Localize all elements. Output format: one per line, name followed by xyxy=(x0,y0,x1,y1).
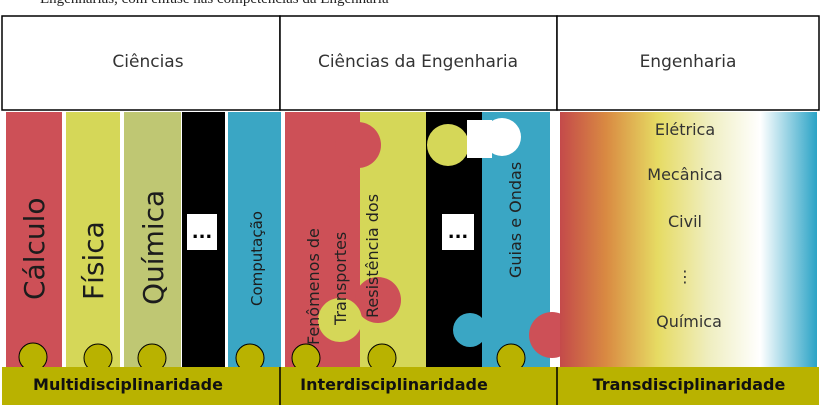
eng-item-ellipsis: ⋮ xyxy=(677,267,693,286)
column-calculo xyxy=(6,112,62,367)
knob-yellow-left xyxy=(318,298,362,342)
ellipsis-label-2: ... xyxy=(448,222,469,243)
footer-multi: Multidisciplinaridade xyxy=(33,375,223,394)
column-computacao xyxy=(228,112,281,367)
header-row: Ciências Ciências da Engenharia Engenhar… xyxy=(1,15,820,111)
eng-item-eletrica: Elétrica xyxy=(655,120,715,139)
knob-red-mid xyxy=(355,277,401,323)
ellipsis-box xyxy=(187,214,217,250)
label-fisica: Física xyxy=(77,221,110,300)
ellipsis-label-1: ... xyxy=(192,222,213,243)
footer-trans: Transdisciplinaridade xyxy=(593,375,786,394)
ciencias-columns: ... Cálculo Física Química Computação xyxy=(6,112,281,367)
caption-fragment: Engenharias, com ênfase nas competências… xyxy=(0,0,821,14)
header-engenharia: Engenharia xyxy=(640,52,737,72)
header-box-ciencias xyxy=(1,15,281,111)
header-ciencias-engenharia: Ciências da Engenharia xyxy=(318,52,518,72)
footer-bar: Multidisciplinaridade Interdisciplinarid… xyxy=(2,367,819,405)
bottom-knobs xyxy=(18,342,526,373)
label-transportes: Transportes xyxy=(331,232,350,326)
eng-item-quimica: Química xyxy=(656,312,722,331)
label-quimica: Química xyxy=(137,190,170,305)
engenharia-gradient xyxy=(560,112,817,367)
label-computacao: Computação xyxy=(248,211,266,306)
knob-bottom-1 xyxy=(18,342,48,372)
ce-columns: ... Fenômenos de Transportes Resistência… xyxy=(285,112,575,367)
eng-item-mecanica: Mecânica xyxy=(647,165,722,184)
column-fisica xyxy=(66,112,120,367)
footer-background xyxy=(2,367,819,405)
header-ciencias: Ciências xyxy=(112,52,183,72)
ellipsis-box-2 xyxy=(442,214,474,250)
label-resistencia: Resistência dos xyxy=(363,194,382,318)
label-calculo: Cálculo xyxy=(18,197,51,300)
engenharia-block: Elétrica Mecânica Civil ⋮ Química xyxy=(560,112,817,367)
header-box-engenharia xyxy=(556,15,820,111)
label-guias: Guias e Ondas xyxy=(506,162,525,278)
white-knob-top xyxy=(483,118,521,156)
column-quimica xyxy=(124,112,181,367)
eng-item-civil: Civil xyxy=(668,212,702,231)
knob-red-top xyxy=(335,122,381,168)
header-box-ciencias-engenharia xyxy=(279,15,558,111)
knob-blue-bottom xyxy=(453,313,487,347)
caption-text: Engenharias, com ênfase nas competências… xyxy=(40,0,389,8)
label-fenomenos: Fenômenos de xyxy=(304,228,323,345)
footer-inter: Interdisciplinaridade xyxy=(300,375,488,394)
knob-yellow-top xyxy=(427,124,469,166)
